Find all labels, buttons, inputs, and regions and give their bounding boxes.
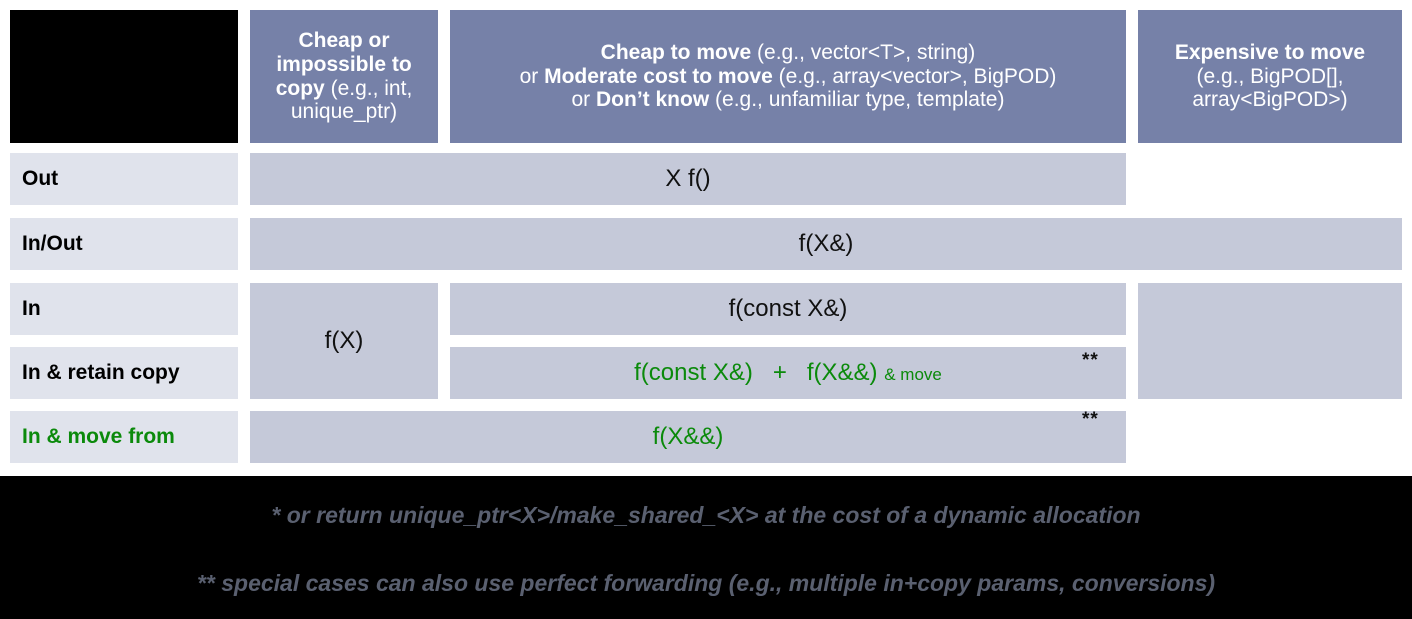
row-label-in-retain-copy: In & retain copy bbox=[10, 347, 238, 399]
cell-in-value: f(const X&) bbox=[450, 283, 1126, 335]
cell-cheap-copy-fx: f(X) bbox=[250, 283, 438, 399]
cell-retain-part2: f(X&&) bbox=[806, 358, 878, 386]
header-col-cheap-or-impossible-to-copy: Cheap or impossible to copy (e.g., int, … bbox=[250, 10, 438, 143]
header-col2-line1-rest: (e.g., vector<T>, string) bbox=[757, 41, 976, 65]
row-label-in-move-from-text: In & move from bbox=[22, 425, 175, 449]
cell-in-retain-copy-value: f(const X&) + f(X&&) & move bbox=[450, 347, 1126, 399]
cell-expensive-in-block bbox=[1138, 283, 1402, 399]
header-col3-text: Expensive to move (e.g., BigPOD[], array… bbox=[1175, 41, 1365, 112]
cell-out-value-text: X f() bbox=[665, 164, 711, 192]
header-col3-examples-line1: (e.g., BigPOD[], bbox=[1196, 64, 1344, 88]
cell-in-move-from-value-text: f(X&&) bbox=[652, 422, 724, 450]
footnote-marker-retain-copy: ** bbox=[1082, 350, 1099, 371]
row-label-out-text: Out bbox=[22, 167, 59, 191]
cell-in-out-value-text: f(X&) bbox=[798, 229, 854, 257]
header-col-expensive-to-move: Expensive to move (e.g., BigPOD[], array… bbox=[1138, 10, 1402, 143]
header-col1-bold: Cheap or impossible to copy bbox=[275, 29, 412, 100]
row-label-in-out: In/Out bbox=[10, 218, 238, 270]
header-col1-text: Cheap or impossible to copy (e.g., int, … bbox=[258, 29, 430, 123]
header-col3-examples-line2: array<BigPOD>) bbox=[1192, 88, 1348, 112]
cell-in-value-text: f(const X&) bbox=[728, 294, 848, 322]
header-col-cheap-to-move: Cheap to move (e.g., vector<T>, string) … bbox=[450, 10, 1126, 143]
cell-cheap-copy-fx-text: f(X) bbox=[324, 326, 364, 354]
footnote-double-star: ** special cases can also use perfect fo… bbox=[196, 570, 1216, 596]
header-col2-line2-prefix: or bbox=[519, 64, 545, 88]
row-label-out: Out bbox=[10, 153, 238, 205]
cell-retain-plus: + bbox=[772, 358, 787, 386]
header-col3-bold: Expensive to move bbox=[1174, 41, 1366, 65]
header-corner-blank bbox=[10, 10, 238, 143]
footnote-single-star: * or return unique_ptr<X>/make_shared_<X… bbox=[271, 502, 1141, 528]
cell-in-retain-copy-composite: f(const X&) + f(X&&) & move bbox=[634, 358, 942, 387]
row-label-in-out-text: In/Out bbox=[22, 232, 83, 256]
cell-out-value: X f() bbox=[250, 153, 1126, 205]
header-col1-examples: (e.g., int, unique_ptr) bbox=[290, 76, 413, 124]
header-col2-line1-bold: Cheap to move bbox=[600, 41, 752, 65]
row-label-in-move-from: In & move from bbox=[10, 411, 238, 463]
header-col2-line3-bold: Don’t know bbox=[596, 88, 710, 112]
header-col2-line2-bold: Moderate cost to move bbox=[544, 64, 773, 88]
footnotes-panel: * or return unique_ptr<X>/make_shared_<X… bbox=[0, 476, 1412, 619]
cell-in-move-from-value: f(X&&) bbox=[250, 411, 1126, 463]
header-col2-line3-prefix: or bbox=[571, 88, 597, 112]
row-label-in-retain-copy-text: In & retain copy bbox=[22, 361, 180, 385]
cell-retain-part1: f(const X&) bbox=[634, 358, 753, 386]
header-col2-line3-rest: (e.g., unfamiliar type, template) bbox=[715, 88, 1005, 112]
cell-retain-part3: & move bbox=[884, 364, 942, 384]
cell-in-out-value: f(X&) bbox=[250, 218, 1402, 270]
header-col2-line2-rest: (e.g., array<vector>, BigPOD) bbox=[778, 64, 1057, 88]
header-col2-text: Cheap to move (e.g., vector<T>, string) … bbox=[520, 41, 1057, 112]
row-label-in-text: In bbox=[22, 297, 41, 321]
row-label-in: In bbox=[10, 283, 238, 335]
footnote-marker-move-from: ** bbox=[1082, 409, 1099, 430]
